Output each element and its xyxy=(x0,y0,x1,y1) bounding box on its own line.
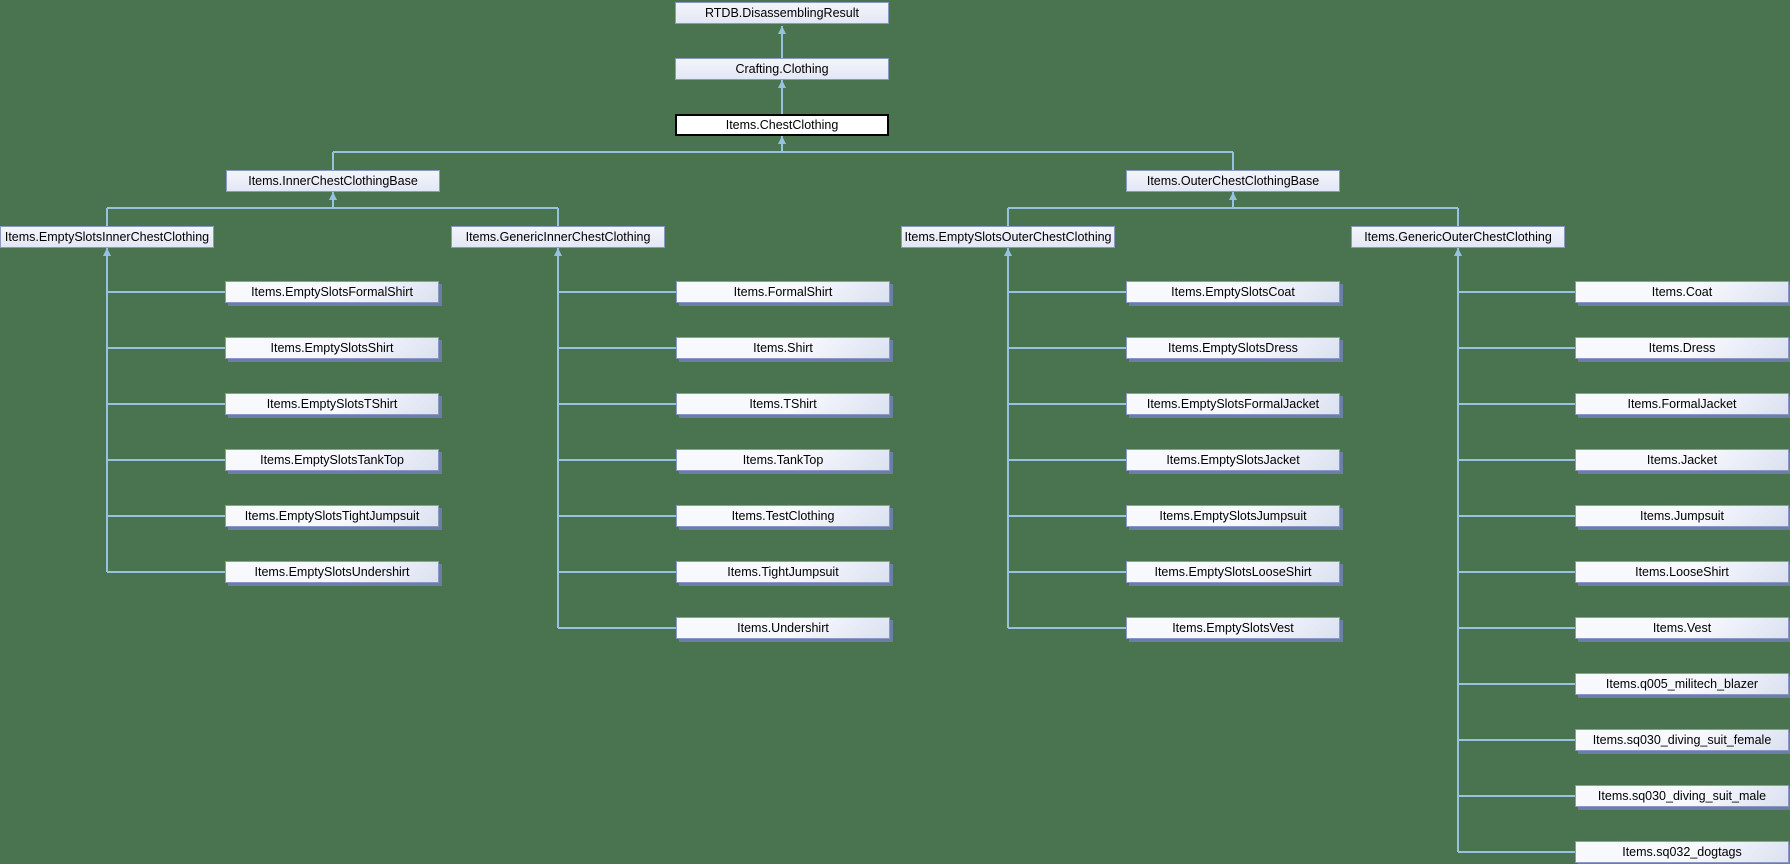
connector-line xyxy=(1458,403,1575,405)
class-node-items-emptyslotsdress[interactable]: Items.EmptySlotsDress xyxy=(1126,337,1340,359)
class-node-items-emptyslotsinnerchestclothing[interactable]: Items.EmptySlotsInnerChestClothing xyxy=(0,226,214,248)
connector-line xyxy=(1458,515,1575,517)
class-node-items-emptyslotsundershirt[interactable]: Items.EmptySlotsUndershirt xyxy=(225,561,439,583)
class-node-items-tshirt[interactable]: Items.TShirt xyxy=(676,393,890,415)
connector-line xyxy=(1458,627,1575,629)
class-node-items-sq032-dogtags[interactable]: Items.sq032_dogtags xyxy=(1575,841,1789,863)
connector-line xyxy=(1458,459,1575,461)
arrow-up-icon xyxy=(1229,192,1237,200)
connector-line xyxy=(1007,208,1009,226)
connector-line xyxy=(1458,347,1575,349)
connector-line xyxy=(1457,248,1459,852)
connector-line xyxy=(1458,683,1575,685)
connector-line xyxy=(106,248,108,572)
class-node-items-dress[interactable]: Items.Dress xyxy=(1575,337,1789,359)
connector-line xyxy=(107,515,225,517)
connector-line xyxy=(1008,291,1126,293)
connector-line xyxy=(332,152,334,170)
connector-line xyxy=(106,208,108,226)
class-node-items-undershirt[interactable]: Items.Undershirt xyxy=(676,617,890,639)
connector-line xyxy=(1008,403,1126,405)
connector-line xyxy=(1008,207,1458,209)
connector-line xyxy=(1458,291,1575,293)
arrow-up-icon xyxy=(103,248,111,256)
class-node-items-vest[interactable]: Items.Vest xyxy=(1575,617,1789,639)
class-node-items-looseshirt[interactable]: Items.LooseShirt xyxy=(1575,561,1789,583)
connector-line xyxy=(558,347,676,349)
class-node-items-emptyslotstshirt[interactable]: Items.EmptySlotsTShirt xyxy=(225,393,439,415)
class-node-items-genericouterchestclothing[interactable]: Items.GenericOuterChestClothing xyxy=(1351,226,1565,248)
connector-line xyxy=(557,248,559,628)
connector-line xyxy=(1458,739,1575,741)
class-node-items-formalshirt[interactable]: Items.FormalShirt xyxy=(676,281,890,303)
class-node-items-emptyslotsvest[interactable]: Items.EmptySlotsVest xyxy=(1126,617,1340,639)
connector-line xyxy=(107,347,225,349)
arrow-up-icon xyxy=(778,26,786,34)
class-node-items-sq030-diving-suit-male[interactable]: Items.sq030_diving_suit_male xyxy=(1575,785,1789,807)
class-node-items-innerchestclothingbase[interactable]: Items.InnerChestClothingBase xyxy=(226,170,440,192)
connector-line xyxy=(333,151,1233,153)
class-node-items-chestclothing[interactable]: Items.ChestClothing xyxy=(675,114,889,136)
class-node-items-emptyslotscoat[interactable]: Items.EmptySlotsCoat xyxy=(1126,281,1340,303)
connector-line xyxy=(1008,515,1126,517)
connector-line xyxy=(558,291,676,293)
class-node-rtdb-disassemblingresult[interactable]: RTDB.DisassemblingResult xyxy=(675,2,889,24)
class-node-items-tanktop[interactable]: Items.TankTop xyxy=(676,449,890,471)
connector-line xyxy=(107,459,225,461)
connector-line xyxy=(1232,192,1234,208)
class-node-items-emptyslotsjacket[interactable]: Items.EmptySlotsJacket xyxy=(1126,449,1340,471)
connector-line xyxy=(558,459,676,461)
connector-line xyxy=(107,403,225,405)
class-node-items-formaljacket[interactable]: Items.FormalJacket xyxy=(1575,393,1789,415)
class-node-items-q005-militech-blazer[interactable]: Items.q005_militech_blazer xyxy=(1575,673,1789,695)
connector-line xyxy=(1458,851,1575,853)
connector-line xyxy=(558,571,676,573)
arrow-up-icon xyxy=(329,192,337,200)
connector-line xyxy=(1008,459,1126,461)
class-node-items-emptyslotsshirt[interactable]: Items.EmptySlotsShirt xyxy=(225,337,439,359)
connector-line xyxy=(1008,347,1126,349)
class-node-items-emptyslotsformaljacket[interactable]: Items.EmptySlotsFormalJacket xyxy=(1126,393,1340,415)
class-node-items-emptyslotstanktop[interactable]: Items.EmptySlotsTankTop xyxy=(225,449,439,471)
connector-line xyxy=(1007,248,1009,628)
connector-line xyxy=(1457,208,1459,226)
class-node-items-testclothing[interactable]: Items.TestClothing xyxy=(676,505,890,527)
class-node-items-genericinnerchestclothing[interactable]: Items.GenericInnerChestClothing xyxy=(451,226,665,248)
class-node-items-sq030-diving-suit-female[interactable]: Items.sq030_diving_suit_female xyxy=(1575,729,1789,751)
connector-line xyxy=(1008,571,1126,573)
class-node-items-emptyslotsformalshirt[interactable]: Items.EmptySlotsFormalShirt xyxy=(225,281,439,303)
connector-line xyxy=(332,192,334,208)
connector-line xyxy=(1458,795,1575,797)
connector-line xyxy=(781,26,783,58)
class-node-items-emptyslotslooseshirt[interactable]: Items.EmptySlotsLooseShirt xyxy=(1126,561,1340,583)
connector-line xyxy=(558,403,676,405)
arrow-up-icon xyxy=(778,80,786,88)
class-node-items-emptyslotsjumpsuit[interactable]: Items.EmptySlotsJumpsuit xyxy=(1126,505,1340,527)
class-node-items-emptyslotsouterchestclothing[interactable]: Items.EmptySlotsOuterChestClothing xyxy=(901,226,1115,248)
connector-line xyxy=(1458,571,1575,573)
class-node-items-jacket[interactable]: Items.Jacket xyxy=(1575,449,1789,471)
class-node-items-shirt[interactable]: Items.Shirt xyxy=(676,337,890,359)
connector-line xyxy=(558,515,676,517)
connector-line xyxy=(781,136,783,152)
arrow-up-icon xyxy=(1454,248,1462,256)
connector-line xyxy=(558,627,676,629)
connector-line xyxy=(107,291,225,293)
class-node-items-tightjumpsuit[interactable]: Items.TightJumpsuit xyxy=(676,561,890,583)
connector-line xyxy=(107,571,225,573)
connector-line xyxy=(1232,152,1234,170)
class-node-items-outerchestclothingbase[interactable]: Items.OuterChestClothingBase xyxy=(1126,170,1340,192)
arrow-up-icon xyxy=(778,136,786,144)
connector-line xyxy=(781,80,783,114)
connector-line xyxy=(107,207,558,209)
class-node-items-jumpsuit[interactable]: Items.Jumpsuit xyxy=(1575,505,1789,527)
arrow-up-icon xyxy=(554,248,562,256)
class-node-items-coat[interactable]: Items.Coat xyxy=(1575,281,1789,303)
connector-line xyxy=(1008,627,1126,629)
class-node-items-emptyslotstightjumpsuit[interactable]: Items.EmptySlotsTightJumpsuit xyxy=(225,505,439,527)
class-node-crafting-clothing[interactable]: Crafting.Clothing xyxy=(675,58,889,80)
arrow-up-icon xyxy=(1004,248,1012,256)
connector-line xyxy=(557,208,559,226)
